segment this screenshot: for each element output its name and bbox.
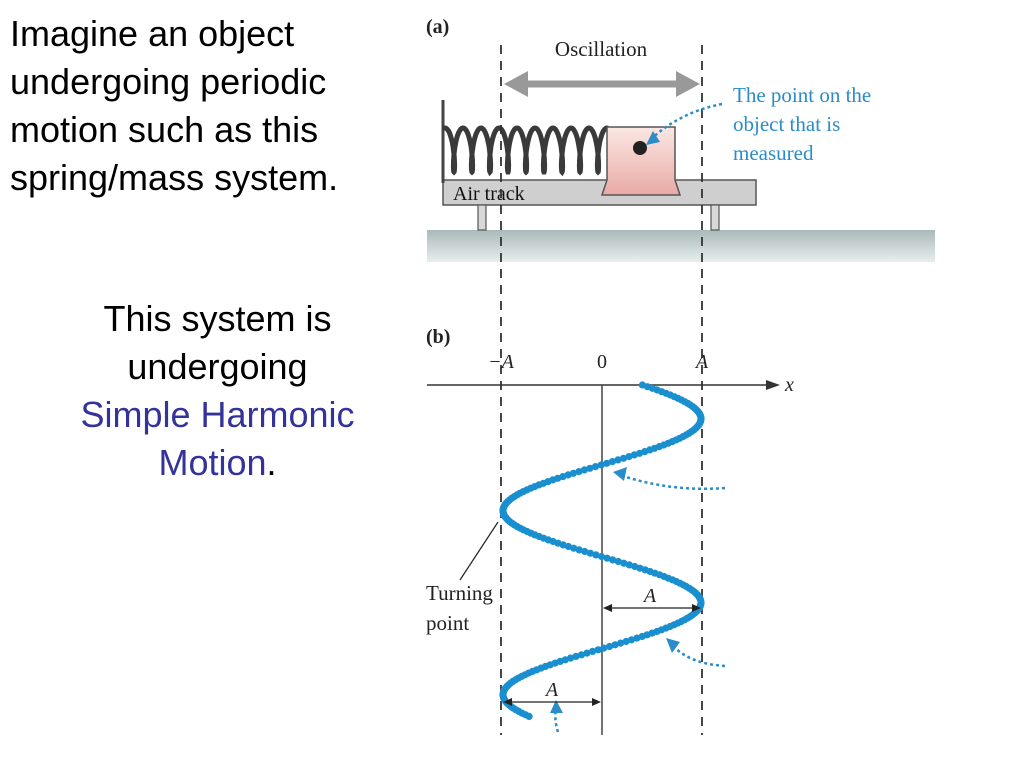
intro-line: undergoing periodic bbox=[10, 61, 327, 102]
callout-line: measured bbox=[733, 141, 814, 165]
pointer-1-head bbox=[613, 467, 627, 481]
pointer-2-head bbox=[666, 638, 680, 653]
turning-point-leader bbox=[459, 521, 499, 581]
trajectory-dot bbox=[575, 468, 583, 476]
trajectory-dots bbox=[499, 381, 705, 721]
amplitude-arrow-1-left bbox=[603, 604, 612, 612]
x-axis-arrowhead bbox=[766, 380, 780, 390]
trajectory-dot bbox=[577, 651, 586, 659]
trajectory-dot bbox=[609, 556, 617, 564]
trajectory-dot bbox=[597, 552, 606, 561]
trajectory-dot bbox=[627, 636, 636, 644]
measured-point bbox=[633, 141, 647, 155]
track-leg-right bbox=[710, 204, 720, 231]
trajectory-dot bbox=[617, 639, 625, 647]
trajectory-dot bbox=[586, 549, 594, 557]
spring-mass-figure: (a) Air track Oscillation The point on t… bbox=[426, 16, 935, 735]
trajectory-dot bbox=[600, 644, 608, 652]
trajectory-dot bbox=[614, 456, 622, 464]
trajectory-dot bbox=[619, 454, 628, 462]
spring bbox=[442, 125, 610, 177]
neg-a-label: −A bbox=[488, 351, 514, 373]
shm-line: This system is bbox=[103, 298, 332, 339]
pos-a-label: A bbox=[694, 351, 709, 373]
amplitude-label-1: A bbox=[642, 585, 657, 607]
trajectory-dot bbox=[586, 464, 594, 472]
shm-period: . bbox=[266, 442, 277, 483]
intro-line: spring/mass system. bbox=[10, 157, 339, 198]
mass-block bbox=[600, 126, 682, 196]
intro-line: Imagine an object bbox=[10, 13, 295, 54]
air-track bbox=[442, 179, 757, 206]
trajectory-dot bbox=[592, 551, 600, 559]
shm-line: undergoing bbox=[127, 346, 308, 387]
shm-highlight: Simple Harmonic bbox=[80, 394, 355, 435]
x-axis-label: x bbox=[784, 374, 794, 396]
trajectory-dot bbox=[614, 557, 622, 566]
trajectory-dot bbox=[589, 647, 597, 656]
intro-line: motion such as this bbox=[10, 109, 319, 150]
pointer-3 bbox=[554, 707, 560, 733]
trajectory-dot bbox=[633, 634, 641, 642]
turning-point-label: point bbox=[426, 611, 469, 635]
intro-text: Imagine an object undergoing periodic mo… bbox=[10, 10, 410, 202]
shm-text: This system is undergoing Simple Harmoni… bbox=[40, 295, 395, 487]
oscillation-arrowhead-right bbox=[676, 71, 700, 97]
trajectory-dot bbox=[603, 554, 611, 562]
callout-pointer bbox=[649, 102, 723, 141]
trajectory-dot bbox=[625, 561, 633, 569]
shm-line-last: Motion. bbox=[40, 439, 395, 487]
part-b-label: (b) bbox=[426, 326, 450, 348]
callout-line: object that is bbox=[733, 112, 840, 136]
amplitude-label-2: A bbox=[544, 679, 559, 701]
trajectory-dot bbox=[625, 453, 633, 461]
air-track-label: Air track bbox=[453, 183, 525, 205]
trajectory-dot bbox=[597, 461, 605, 469]
trajectory-dot bbox=[572, 652, 580, 661]
callout-arrowhead bbox=[646, 131, 660, 145]
trajectory-dot bbox=[581, 547, 589, 556]
trajectory-dot bbox=[622, 637, 630, 646]
ground bbox=[427, 230, 935, 262]
callout-line: The point on the bbox=[733, 83, 871, 107]
trajectory-dot bbox=[603, 459, 611, 467]
trajectory-dot bbox=[525, 712, 533, 721]
trajectory-dot bbox=[608, 458, 616, 466]
zero-label: 0 bbox=[597, 351, 607, 373]
trajectory-dot bbox=[611, 641, 619, 649]
trajectory-dot bbox=[605, 642, 614, 651]
part-a-label: (a) bbox=[426, 16, 449, 38]
amplitude-arrow-2-left bbox=[503, 698, 512, 706]
trajectory-dot bbox=[620, 559, 628, 567]
pointer-1 bbox=[619, 473, 726, 491]
trajectory-dot bbox=[580, 466, 588, 474]
track-leg-left bbox=[477, 204, 487, 231]
amplitude-arrow-1-right bbox=[692, 604, 701, 612]
oscillation-arrowhead-left bbox=[504, 71, 528, 97]
shm-highlight: Motion bbox=[158, 442, 267, 483]
pointer-2 bbox=[671, 644, 726, 668]
pointer-3-head bbox=[550, 700, 563, 713]
trajectory-dot bbox=[570, 544, 578, 552]
trajectory-dot bbox=[594, 646, 602, 654]
amplitude-arrow-2-right bbox=[592, 698, 601, 706]
turning-point-label: Turning bbox=[426, 581, 493, 605]
trajectory-dot bbox=[575, 546, 583, 554]
trajectory-dot bbox=[591, 463, 600, 471]
trajectory-dot bbox=[583, 649, 591, 657]
oscillation-label: Oscillation bbox=[555, 37, 648, 61]
